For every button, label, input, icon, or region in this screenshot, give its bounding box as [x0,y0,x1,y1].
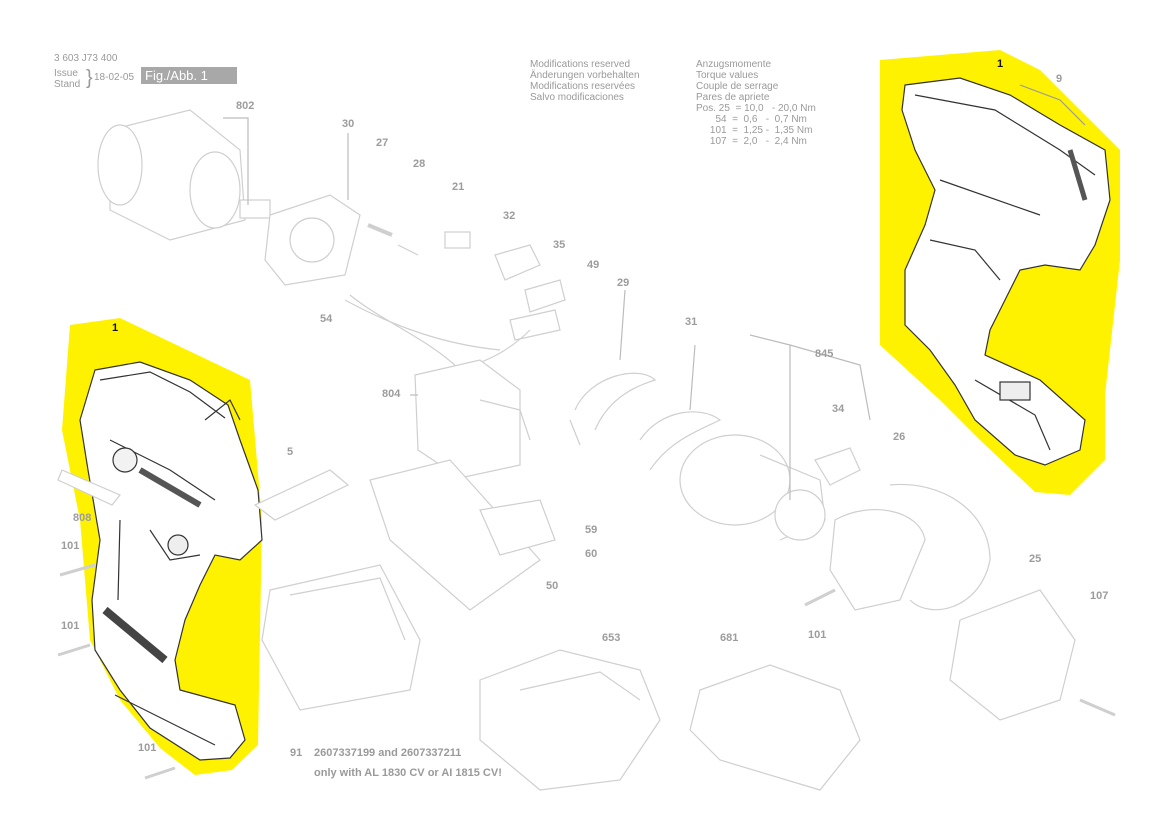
part-label-101-mid: 101 [808,629,827,641]
brace-glyph: } [86,67,93,89]
part-label-54: 54 [320,313,333,325]
part-label-107: 107 [1090,590,1109,602]
footnote-part-numbers: 2607337199 and 2607337211 [314,747,462,759]
issue-label: Issue [54,68,78,79]
torque-line: Anzugsmomente [696,59,772,70]
figure-label: Fig./Abb. 1 [141,67,237,84]
part-label-1-left: 1 [112,322,119,334]
torque-line: 54 = 0,6 - 0,7 Nm [696,114,807,125]
torque-line: Pares de apriete [696,92,770,103]
torque-line: Couple de serrage [696,81,779,92]
housing-left-drawing [79,361,263,761]
part-label-31: 31 [685,316,698,328]
issue-date: 18-02-05 [94,72,135,83]
part-label-28: 28 [413,158,426,170]
part-label-845: 845 [815,348,834,360]
torque-line: Torque values [696,70,759,81]
footnote-compatibility: only with AL 1830 CV or AI 1815 CV! [314,767,502,779]
part-label-34: 34 [832,403,845,415]
part-label-101-c: 101 [138,742,157,754]
part-label-60: 60 [585,548,598,560]
part-label-804: 804 [382,388,401,400]
part-label-59: 59 [585,524,598,536]
part-label-26: 26 [893,431,906,443]
faded-parts [57,109,1116,791]
part-label-32: 32 [503,210,516,222]
note-line: Änderungen vorbehalten [530,70,640,81]
part-label-29: 29 [617,277,630,289]
torque-line: Pos. 25 = 10,0 - 20,0 Nm [696,103,816,114]
doc-number: 3 603 J73 400 [54,53,118,64]
notes-right: Anzugsmomente Torque values Couple de se… [696,59,816,147]
part-label-30: 30 [342,118,355,130]
part-label-101-b: 101 [61,620,80,632]
note-line: Salvo modificaciones [530,92,624,103]
torque-line: 101 = 1,25 - 1,35 Nm [696,125,813,136]
part-label-802: 802 [236,100,255,112]
torque-line: 107 = 2,0 - 2,4 Nm [696,136,807,147]
part-label-21: 21 [452,181,465,193]
notes-left: Modifications reserved Änderungen vorbeh… [530,59,640,103]
part-label-101-a: 101 [61,540,80,552]
part-label-35: 35 [553,239,566,251]
part-label-49: 49 [587,259,600,271]
part-label-9: 9 [1056,73,1063,85]
part-label-653: 653 [602,632,621,644]
part-label-25: 25 [1029,553,1042,565]
housing-right-drawing [901,77,1111,466]
part-label-27: 27 [376,137,389,149]
part-label-681: 681 [720,632,739,644]
part-label-808: 808 [73,512,92,524]
part-label-5: 5 [287,446,294,458]
note-line: Modifications reservées [530,81,636,92]
stand-label: Stand [54,79,81,90]
note-line: Modifications reserved [530,59,631,70]
part-label-50: 50 [546,580,559,592]
part-label-1-right: 1 [997,58,1004,70]
part-label-91: 91 [290,747,303,759]
